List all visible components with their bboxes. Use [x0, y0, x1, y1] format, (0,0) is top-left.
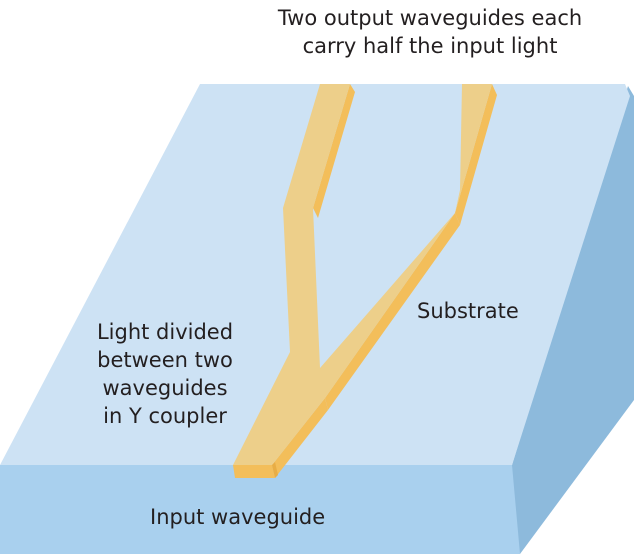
input-waveguide-label: Input waveguide [150, 505, 326, 529]
y-coupler-label: Light divided between two waveguides in … [75, 318, 255, 430]
coupler-label-line2: between two [97, 348, 233, 372]
substrate-front-face [0, 465, 520, 554]
waveguide-side-stem [272, 398, 328, 478]
coupler-label-line4: in Y coupler [103, 404, 227, 428]
waveguide-side-diagonal [325, 213, 460, 410]
waveguide-front-side [272, 462, 278, 478]
coupler-label-line1: Light divided [96, 320, 234, 344]
substrate-label: Substrate [417, 299, 519, 323]
waveguide-front-face [233, 465, 275, 478]
waveguide-side-right-branch [455, 84, 497, 225]
output-label-line1: Two output waveguides each [277, 6, 583, 30]
output-label-line2: carry half the input light [302, 34, 558, 58]
coupler-label-line3: waveguides [102, 376, 228, 400]
output-waveguides-label: Two output waveguides each carry half th… [210, 4, 640, 60]
waveguide-side-left-branch [313, 84, 355, 218]
waveguide-top [233, 84, 492, 465]
substrate-side-face [512, 86, 634, 554]
